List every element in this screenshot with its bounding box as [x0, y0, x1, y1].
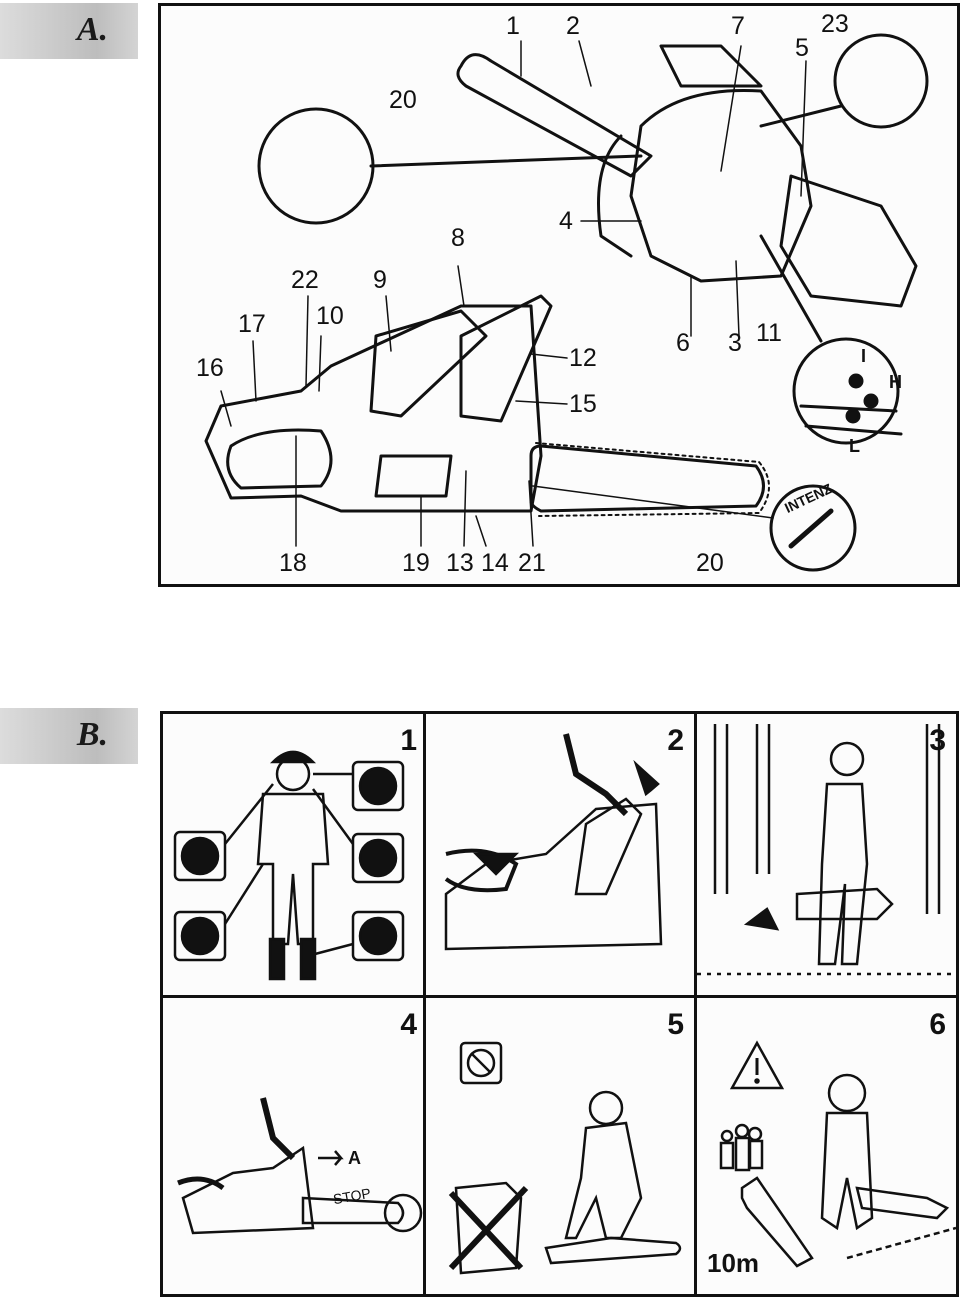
- divider-horizontal: [163, 995, 956, 998]
- divider-vertical-1: [423, 714, 426, 1294]
- carrying-saw-illustration: [697, 724, 956, 976]
- section-a-tab: A.: [0, 3, 138, 59]
- callout-8: 8: [451, 224, 465, 252]
- callout-23: 23: [821, 10, 849, 38]
- switch-label-i: I: [861, 346, 867, 366]
- zoom-circle-spark-plug: [833, 33, 929, 129]
- callout-13: 13: [446, 549, 474, 577]
- callout-22: 22: [291, 266, 319, 294]
- upper-saw-body: [629, 88, 813, 283]
- section-b-label: B.: [76, 716, 108, 753]
- panel-1-number: 1: [400, 724, 417, 757]
- callout-18: 18: [279, 549, 307, 577]
- zoom-circle-oil-pump: [257, 107, 375, 225]
- warning-triangle-icon: [729, 1040, 785, 1090]
- lower-chain-brake: [459, 294, 553, 423]
- oil-pump-adjustment-dial: [769, 484, 857, 572]
- label-a: A: [348, 1148, 361, 1168]
- gloves-sign-icon: [173, 910, 227, 962]
- zoom-circle-carburetor: [792, 337, 900, 445]
- section-a-label: A.: [76, 11, 108, 48]
- helmet-sign-icon: [351, 760, 405, 812]
- lower-rear-handle-opening: [226, 428, 333, 490]
- face-mask-sign-icon: [173, 830, 227, 882]
- arrow-down-icon: [472, 852, 520, 876]
- distance-label: 10m: [707, 1248, 760, 1278]
- upper-front-handle: [597, 134, 633, 258]
- chain-brake-illustration: [444, 733, 663, 951]
- panel-no-smoking-refuel: 5: [426, 998, 694, 1286]
- panel-2-number: 2: [667, 724, 684, 757]
- arrow-up-icon: [743, 907, 780, 931]
- lower-guide-bar: [529, 444, 765, 513]
- callout-5: 5: [795, 34, 809, 62]
- panel-protective-equipment: 1: [163, 714, 427, 1002]
- switch-label-l: L: [849, 436, 860, 456]
- panel-3-number: 3: [929, 724, 946, 757]
- refuel-illustration: [448, 1041, 682, 1275]
- ear-protection-sign-icon: [351, 832, 405, 884]
- panel-4-number: 4: [400, 1008, 417, 1041]
- callout-10: 10: [316, 302, 344, 330]
- upper-rear-handle: [779, 174, 918, 308]
- no-smoking-sign-icon: [459, 1041, 503, 1085]
- boots-sign-icon: [351, 910, 405, 962]
- callout-17: 17: [238, 310, 266, 338]
- callout-20-top: 20: [389, 86, 417, 114]
- chain-brake-test-illustration: [177, 1097, 423, 1235]
- callout-7: 7: [731, 12, 745, 40]
- callout-12: 12: [569, 344, 597, 372]
- callout-6: 6: [676, 329, 690, 357]
- callout-16: 16: [196, 354, 224, 382]
- panel-6-number: 6: [929, 1008, 946, 1041]
- safety-instructions-figure: 1: [160, 711, 959, 1297]
- arrow-down-right-icon: [633, 759, 660, 797]
- panel-carry-saw: 3: [697, 714, 956, 1002]
- callout-11: 11: [756, 319, 782, 347]
- panel-5-number: 5: [667, 1008, 684, 1041]
- upper-guide-bar: [456, 53, 653, 178]
- callout-2: 2: [566, 12, 580, 40]
- chainsaw-parts-figure: 1 2 7 23 5 20 4 8 22 9 17 10 16 12 6 3 1…: [158, 3, 960, 587]
- callout-14: 14: [481, 549, 509, 577]
- section-b-tab: B.: [0, 708, 138, 764]
- distance-arrow-icon: [740, 1176, 814, 1268]
- callout-9: 9: [373, 266, 387, 294]
- callout-1: 1: [506, 12, 520, 40]
- panel-chain-brake-test: 4 A STOP: [163, 998, 427, 1286]
- switch-label-h: H: [889, 372, 902, 392]
- callout-20-bottom: 20: [696, 549, 724, 577]
- protective-equipment-illustration: [173, 750, 405, 981]
- callout-3: 3: [728, 329, 742, 357]
- panel-chain-brake-start: 2: [426, 714, 694, 1002]
- divider-vertical-2: [694, 714, 697, 1294]
- lower-saw-body: [204, 304, 543, 513]
- helmet-icon: [269, 750, 317, 764]
- panel-safety-distance: 6 10m: [697, 998, 956, 1286]
- callout-15: 15: [569, 390, 597, 418]
- callout-21: 21: [518, 549, 546, 577]
- lower-top-handle: [369, 309, 488, 418]
- callout-19: 19: [402, 549, 430, 577]
- safety-distance-illustration: [719, 1040, 956, 1268]
- chainsaw-illustration: [204, 33, 929, 572]
- callout-4: 4: [559, 207, 573, 235]
- upper-handle-guard: [659, 44, 763, 88]
